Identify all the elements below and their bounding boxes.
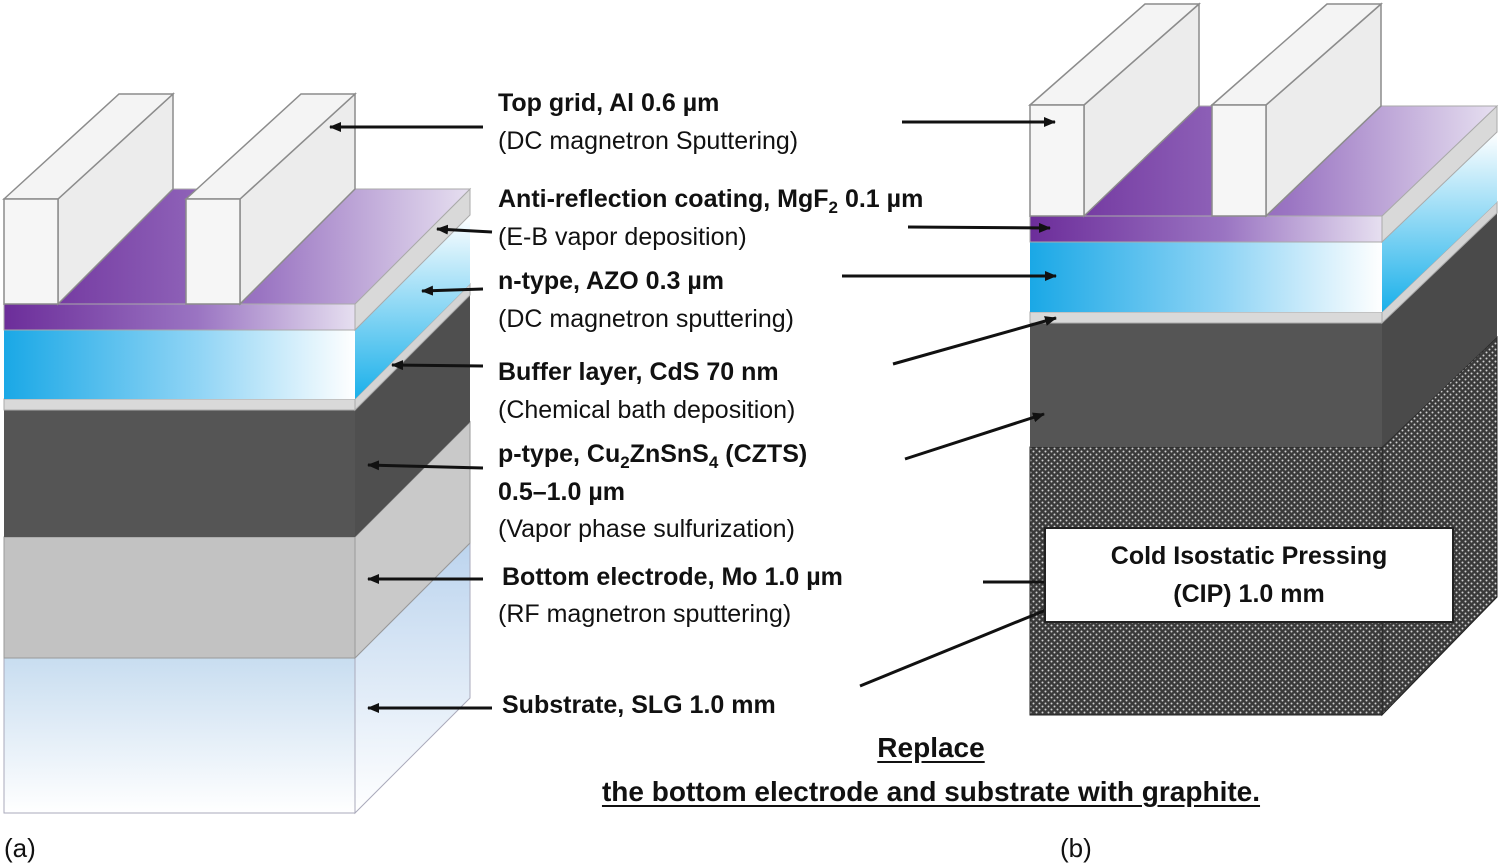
arrow-czts-b (904, 412, 1045, 461)
azo-layer-front (4, 330, 355, 399)
arrow-azo-a (421, 285, 484, 296)
grid-finger-a1 (3, 198, 59, 305)
azo-layer-side (355, 215, 470, 399)
cds-layer-front (3, 398, 356, 411)
arrow-arc-b (907, 222, 1051, 233)
label-top-grid-method: (DC magnetron Sputtering) (498, 127, 799, 155)
label-buffer: Buffer layer, CdS 70 nm (498, 358, 779, 386)
cip-line2: (CIP) 1.0 mm (1173, 580, 1325, 608)
label-ptype: p-type, Cu2ZnSnS4 (CZTS) (498, 440, 808, 472)
label-arc-method: (E-B vapor deposition) (498, 223, 747, 251)
grid-finger-b2 (1211, 104, 1267, 217)
arrow-czts-a (367, 460, 484, 471)
label-arc: Anti-reflection coating, MgF2 0.1 µm (498, 185, 924, 217)
arc-layer-front (3, 303, 356, 331)
slg-substrate-front (3, 657, 356, 814)
arrow-slg-b (859, 601, 1064, 688)
cip-line1: Cold Isostatic Pressing (1110, 542, 1388, 570)
arrow-cds-b (892, 316, 1057, 366)
arrow-arc-a (436, 224, 493, 235)
label-ptype-method: (Vapor phase sulfurization) (498, 515, 795, 543)
cds-layer-b (1029, 311, 1383, 324)
mo-layer-front (3, 536, 356, 659)
label-bottom-electrode: Bottom electrode, Mo 1.0 µm (502, 563, 843, 591)
label-substrate: Substrate, SLG 1.0 mm (502, 691, 776, 719)
arrow-cds-a (391, 360, 484, 371)
azo-layer-b (1030, 242, 1382, 312)
label-buffer-method: (Chemical bath deposition) (498, 396, 796, 424)
label-top-grid: Top grid, Al 0.6 µm (498, 89, 720, 117)
czts-layer-side (355, 295, 470, 537)
device-b (1028, 2, 1499, 717)
label-bottom-electrode-method: (RF magnetron sputtering) (498, 600, 792, 628)
grid-finger-a2 (185, 198, 241, 305)
caption-line2: the bottom electrode and substrate with … (601, 776, 1261, 807)
panel-label-a: (a) (4, 833, 36, 863)
arrows (329, 117, 1064, 713)
device-a (2, 92, 472, 815)
arc-layer-b-front (1029, 215, 1383, 243)
caption-line1: Replace (877, 732, 985, 763)
label-ptype-thickness: 0.5–1.0 µm (498, 478, 625, 506)
label-ntype: n-type, AZO 0.3 µm (498, 267, 725, 295)
czts-layer-b-front (1030, 323, 1382, 447)
czts-layer-b-side (1382, 213, 1497, 447)
panel-label-b: (b) (1060, 833, 1092, 863)
cip-box: Cold Isostatic Pressing (CIP) 1.0 mm (1044, 527, 1454, 623)
label-ntype-method: (DC magnetron sputtering) (498, 305, 794, 333)
czts-layer-front (4, 410, 355, 537)
